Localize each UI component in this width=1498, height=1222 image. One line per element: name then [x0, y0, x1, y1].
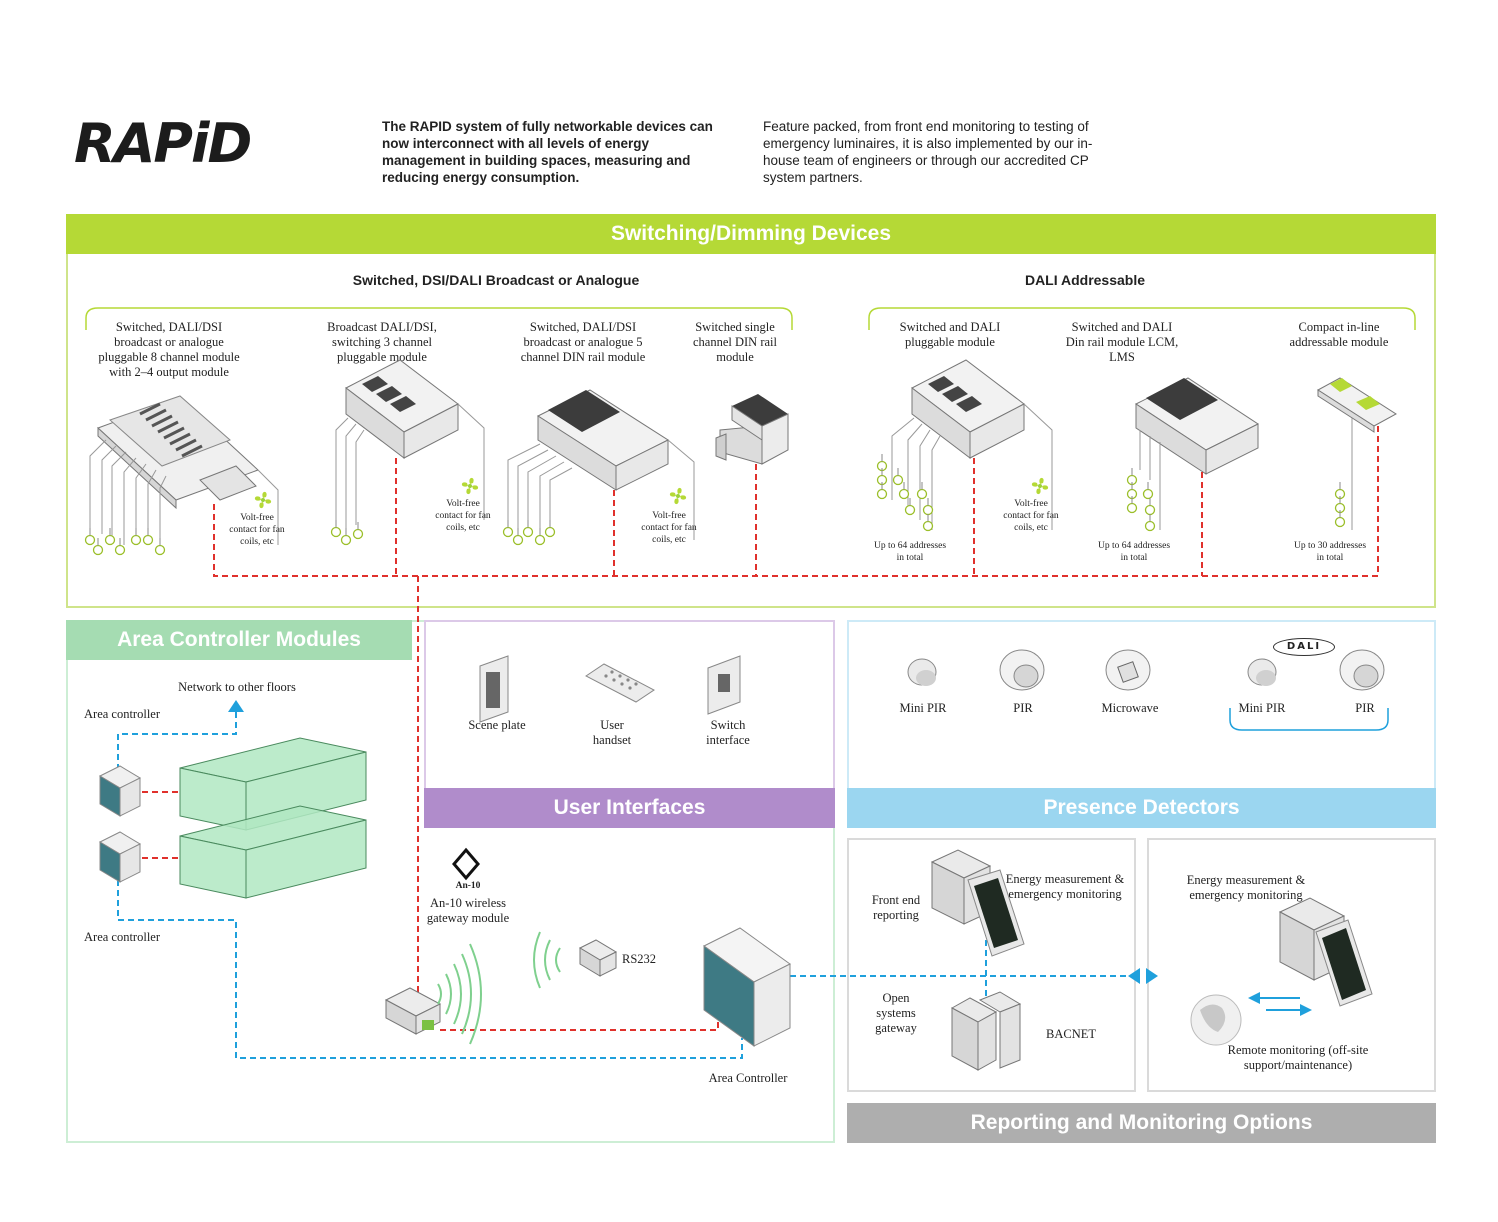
dali-badge: DALI: [1273, 638, 1335, 656]
dali-pir-icon: [1339, 649, 1385, 691]
ui-label-handset: User handset: [592, 718, 632, 747]
remote-label: Remote monitoring (off-site support/main…: [1227, 1043, 1369, 1072]
presence-label-pir: PIR: [1013, 701, 1033, 715]
ui-label-switch: Switch interface: [706, 718, 750, 747]
an10-label: An-10 wireless gateway module: [426, 896, 510, 925]
device-label-6: Switched and DALI Din rail module LCM, L…: [1065, 320, 1179, 364]
fan-note-3: Volt-free contact for fan coils, etc: [641, 511, 697, 545]
blue-network-lines: [117, 708, 1130, 1059]
device-3-channel-module: [330, 359, 485, 546]
group-broadcast-title: Switched, DSI/DALI Broadcast or Analogue: [352, 272, 640, 288]
device-8-channel-module: [84, 395, 279, 556]
rs232-label: RS232: [622, 952, 657, 966]
network-arrow-up: [228, 700, 244, 712]
device-label-1: Switched, DALI/DSI broadcast or analogue…: [98, 320, 240, 379]
ui-title: User Interfaces: [424, 788, 835, 828]
remote-arrows: [1258, 997, 1306, 1011]
device-single-channel-din: [715, 394, 789, 465]
reporting-title: Reporting and Monitoring Options: [847, 1103, 1436, 1143]
fan-note-2: Volt-free contact for fan coils, etc: [435, 499, 491, 533]
area-controller-label: Area Controller: [708, 1071, 788, 1085]
area-controller-label-bottom: Area controller: [84, 930, 161, 944]
address-note-3: Up to 30 addresses in total: [1293, 541, 1367, 563]
device-5-channel-din: [502, 389, 695, 546]
fan-note-4: Volt-free contact for fan coils, etc: [1003, 499, 1059, 533]
bracket-broadcast: [85, 307, 793, 330]
device-compact-inline: [1317, 377, 1397, 530]
bacnet-server-icon: [950, 991, 1022, 1071]
user-handset-icon: [585, 663, 655, 703]
building-floor-top: [179, 737, 367, 831]
switch-interface-icon: [707, 655, 741, 715]
rapid-logo: RAPiD: [74, 112, 252, 175]
bracket-dali: [868, 307, 1416, 330]
energy-label-1: Energy measurement & emergency monitorin…: [1005, 872, 1125, 901]
area-controller-device-bottom: [98, 831, 142, 883]
dali-mini-pir-icon: [1247, 658, 1277, 686]
fan-note-1: Volt-free contact for fan coils, etc: [229, 513, 285, 547]
area-title: Area Controller Modules: [66, 620, 412, 660]
presence-title: Presence Detectors: [847, 788, 1436, 828]
network-label: Network to other floors: [178, 680, 296, 694]
device-label-2: Broadcast DALI/DSI, switching 3 channel …: [327, 320, 437, 364]
intro-text: Feature packed, from front end monitorin…: [763, 119, 1093, 185]
presence-label-dali-pir: PIR: [1355, 701, 1375, 715]
monitoring-arrow-bidirectional: [1128, 968, 1158, 984]
device-label-7: Compact in-line addressable module: [1289, 320, 1389, 349]
wireless-waves-1: [437, 943, 482, 1045]
front-end-label: Front end reporting: [871, 893, 921, 922]
bacnet-label: BACNET: [1046, 1027, 1096, 1041]
remote-computer-icon: [1278, 897, 1373, 1007]
device-dali-pluggable: [876, 359, 1053, 532]
an10-logo-text: An-10: [455, 881, 481, 891]
dali-bracket: [1229, 708, 1389, 731]
reporting-right-panel: [1147, 838, 1436, 1092]
device-label-3: Switched, DALI/DSI broadcast or analogue…: [520, 320, 646, 364]
microwave-icon: [1105, 649, 1151, 691]
area-controller-device-top: [98, 765, 142, 817]
energy-label-2: Energy measurement & emergency monitorin…: [1186, 873, 1306, 902]
presence-label-mini-pir: Mini PIR: [899, 701, 947, 715]
open-systems-label: Open systems gateway: [875, 991, 917, 1035]
address-note-1: Up to 64 addresses in total: [873, 541, 947, 563]
an10-gateway-device: [384, 987, 442, 1035]
wireless-waves-2: [533, 931, 561, 989]
switching-title: Switching/Dimming Devices: [66, 214, 1436, 254]
an10-logo-icon: [452, 847, 480, 881]
scene-plate-icon: [479, 655, 509, 723]
device-label-4: Switched single channel DIN rail module: [693, 320, 777, 364]
pir-icon: [999, 649, 1045, 691]
mini-pir-icon: [907, 658, 937, 686]
area-controller-large-device: [703, 927, 791, 1047]
globe-icon: [1190, 994, 1242, 1046]
device-label-5: Switched and DALI pluggable module: [899, 320, 1001, 349]
group-dali-title: DALI Addressable: [1024, 272, 1146, 288]
device-dali-din-lcm: [1126, 377, 1260, 532]
intro-bold-text: The RAPID system of fully networkable de…: [382, 119, 713, 185]
presence-label-microwave: Microwave: [1101, 701, 1159, 715]
presence-label-dali-mini-pir: Mini PIR: [1238, 701, 1286, 715]
reporting-left-panel: [847, 838, 1136, 1092]
address-note-2: Up to 64 addresses in total: [1097, 541, 1171, 563]
building-floor-bottom: [179, 805, 367, 899]
area-controller-label-top: Area controller: [84, 707, 161, 721]
front-end-computer-icon: [930, 849, 1025, 957]
rs232-device: [578, 939, 618, 977]
red-bus-lines: [142, 424, 1379, 1031]
